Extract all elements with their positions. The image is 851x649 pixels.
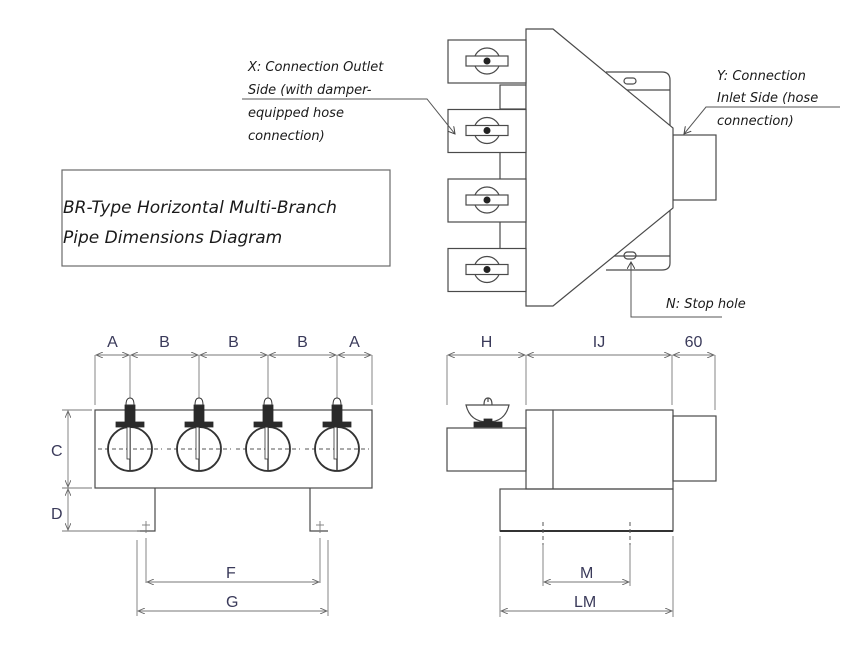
title-line-2: Pipe Dimensions Diagram <box>63 228 282 248</box>
callout-n-stop: N: Stop hole <box>631 262 746 318</box>
damper-base <box>473 421 503 428</box>
top-branch-outlet <box>447 39 527 84</box>
dimension-label: IJ <box>593 334 605 351</box>
damper-flange <box>322 421 352 428</box>
damper-handle <box>124 404 136 423</box>
damper-knob <box>125 397 135 406</box>
dimension-c-label: C <box>51 443 63 460</box>
front-branch-pipe <box>305 355 369 472</box>
damper-knob <box>194 397 204 406</box>
title-box: BR-Type Horizontal Multi-Branch Pipe Dim… <box>61 169 391 267</box>
front-view-body <box>94 409 373 489</box>
dimension-g-label: G <box>226 594 238 611</box>
side-view-body <box>525 409 674 490</box>
dimension-label: A <box>349 334 360 351</box>
dimension-m-label: M <box>580 565 593 582</box>
callout-y-leader <box>684 106 840 134</box>
top-branch-outlet <box>447 247 527 293</box>
pivot-dot <box>483 196 491 204</box>
damper-blade <box>195 426 200 460</box>
dimension-lm-label: LM <box>574 594 596 611</box>
dimension-label: B <box>159 334 170 351</box>
dimension-f-label: F <box>226 565 236 582</box>
top-view-body <box>525 28 674 307</box>
callout-n-leader <box>631 262 722 318</box>
callout-x-line-4: connection) <box>248 129 325 144</box>
dimension-label: 60 <box>685 334 703 351</box>
stop-hole-top <box>623 77 637 85</box>
dimension-label: A <box>107 334 118 351</box>
top-view-branches <box>447 39 527 293</box>
stop-hole-bottom <box>623 251 637 260</box>
callout-x-line-2: Side (with damper- <box>248 83 372 98</box>
damper-flange <box>115 421 145 428</box>
outlet-box-side <box>446 427 527 472</box>
callout-y-line-2: Inlet Side (hose <box>717 91 818 106</box>
top-view-spacer <box>499 84 527 110</box>
inlet-pipe <box>672 134 717 201</box>
dimension-label: H <box>481 334 493 351</box>
inlet-pipe-side <box>672 415 717 482</box>
dimension-label: B <box>228 334 239 351</box>
damper-knob <box>263 397 273 406</box>
callout-y-line-3: connection) <box>717 114 794 129</box>
left-leg <box>137 488 156 532</box>
pivot-dot <box>483 266 491 273</box>
callout-x-outlet: X: Connection Outlet Side (with damper- … <box>242 60 455 144</box>
pivot-dot <box>483 57 491 65</box>
callout-x-leader <box>242 98 455 134</box>
top-view <box>447 28 717 307</box>
top-branch-outlet <box>447 108 527 154</box>
top-branch-outlet <box>447 178 527 223</box>
dimension-label: B <box>297 334 308 351</box>
damper-knob <box>332 397 342 406</box>
damper-flange <box>253 421 283 428</box>
damper-blade <box>264 426 269 460</box>
side-view: H IJ 60 M LM <box>446 334 717 617</box>
top-view-spacer <box>499 149 527 181</box>
callout-x-line-1: X: Connection Outlet <box>247 60 384 75</box>
damper-handle <box>331 404 343 423</box>
front-view-branches <box>98 355 369 472</box>
outlet-box <box>447 247 527 293</box>
base-plate <box>499 488 674 532</box>
front-branch-pipe <box>167 355 231 472</box>
callout-y-line-1: Y: Connection <box>717 69 806 84</box>
front-view: A B B B A C D F G <box>51 334 373 616</box>
damper-handle <box>193 404 205 423</box>
damper-flange <box>184 421 214 428</box>
callout-x-line-3: equipped hose <box>248 106 344 121</box>
dimension-d-label: D <box>51 506 63 523</box>
front-branch-pipe <box>236 355 300 472</box>
damper-blade <box>333 426 338 460</box>
pivot-dot <box>483 127 491 134</box>
dimension-top-side: H IJ 60 <box>448 334 714 355</box>
right-leg <box>309 488 328 532</box>
top-view-spacer <box>499 219 527 251</box>
title-line-1: BR-Type Horizontal Multi-Branch <box>63 198 337 218</box>
front-branch-pipe <box>98 355 162 472</box>
callout-n-label: N: Stop hole <box>666 297 746 312</box>
damper-handle <box>262 404 274 423</box>
damper-blade <box>126 426 131 460</box>
callout-y-inlet: Y: Connection Inlet Side (hose connectio… <box>684 69 840 134</box>
